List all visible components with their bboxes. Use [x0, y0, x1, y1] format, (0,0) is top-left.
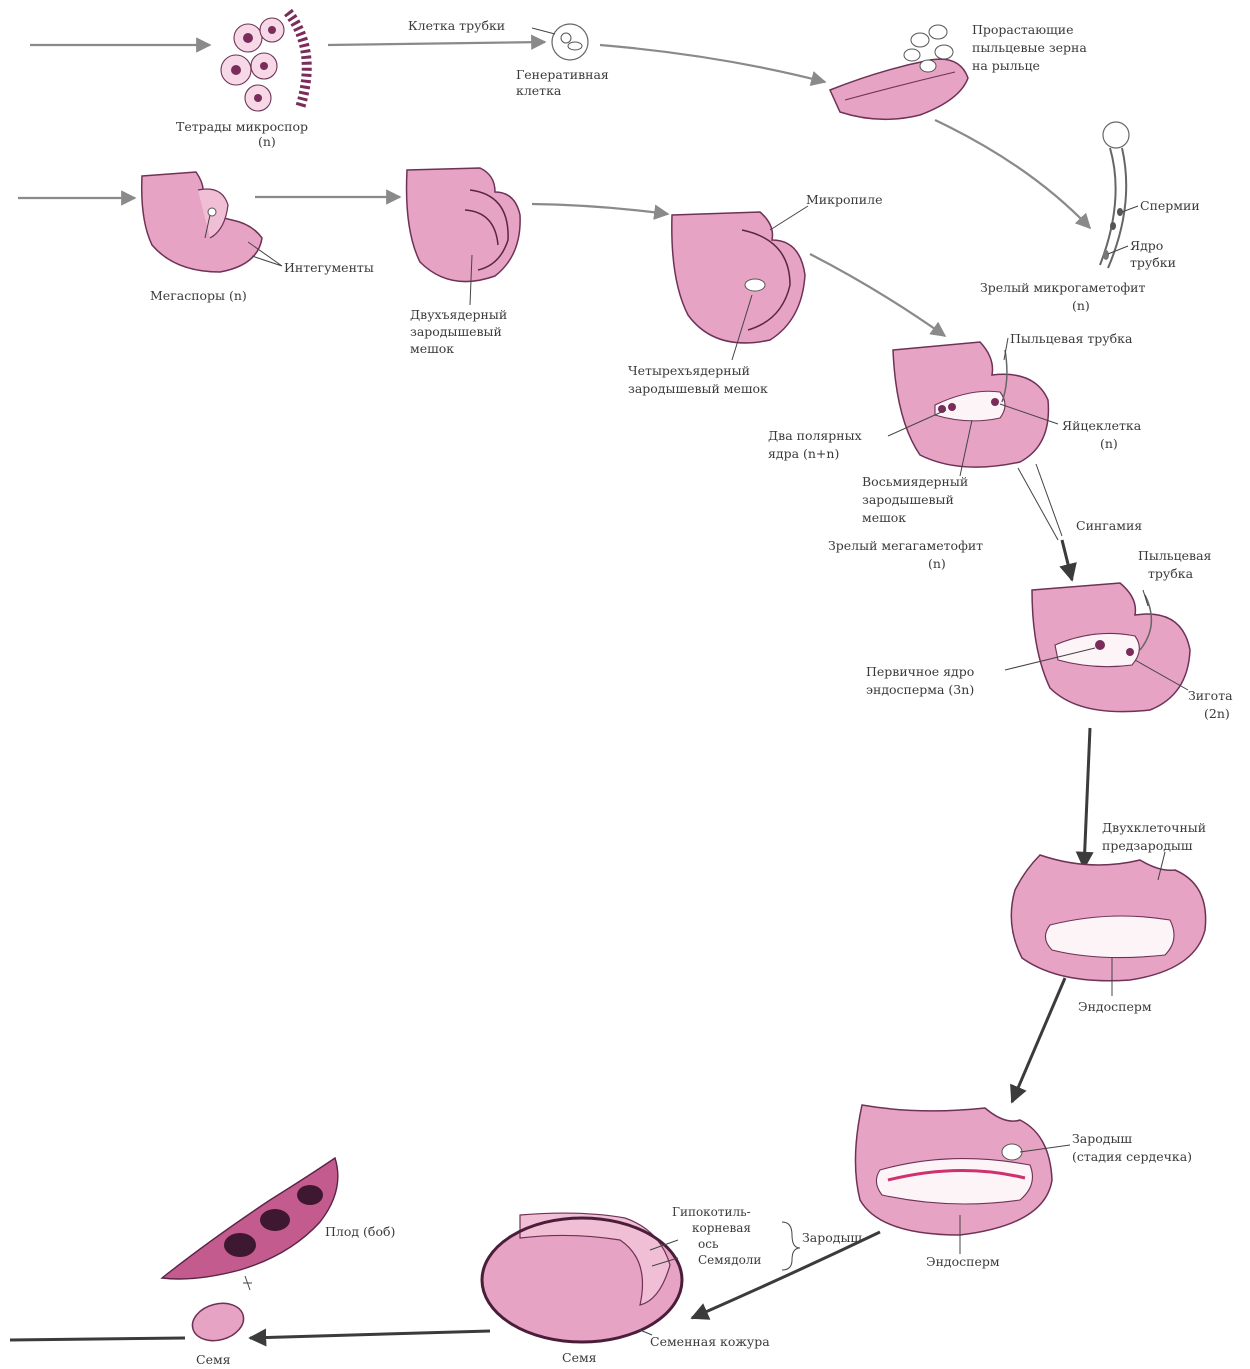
label-mature-megagametophyte: Зрелый мегагаметофит	[828, 538, 983, 553]
label-two-nucleate-1: Двухъядерный	[410, 307, 507, 322]
pollen-tube-line-b	[1036, 464, 1062, 536]
label-proembryo-1: Двухклеточный	[1102, 820, 1206, 835]
label-seed-large: Семя	[562, 1350, 597, 1365]
label-mature-microgametophyte-ploidy: (n)	[1072, 298, 1090, 313]
arrow-four-nuc-to-eight-nuc	[810, 254, 945, 336]
label-eight-nucleate-2: зародышевый	[862, 492, 954, 507]
label-tube-nucleus-2: трубки	[1130, 255, 1176, 270]
ovule-two-nucleate-illustration	[407, 168, 521, 282]
arrow-stigma-to-microgametophyte	[935, 120, 1090, 228]
label-eight-nucleate-1: Восьмиядерный	[862, 474, 968, 489]
label-polar-2: ядра (n+n)	[768, 446, 839, 461]
label-seed-coat: Семенная кожура	[650, 1334, 770, 1349]
label-pollen-tube-2a: Пыльцевая	[1138, 548, 1212, 563]
label-mature-megagametophyte-ploidy: (n)	[928, 556, 946, 571]
ovule-eight-nucleate-illustration	[893, 342, 1048, 467]
small-seed-illustration	[188, 1298, 248, 1346]
label-embryo-heart-2: (стадия сердечка)	[1072, 1149, 1192, 1164]
arrow-syngamy	[1062, 540, 1072, 580]
arrow-tetrads-to-pollen	[328, 42, 545, 45]
label-zygote: Зигота	[1188, 688, 1233, 703]
label-germinating-2: пыльцевые зерна	[972, 40, 1087, 55]
label-four-nucleate-1: Четырехъядерный	[628, 363, 750, 378]
label-generative-2: клетка	[516, 83, 562, 98]
label-two-nucleate-3: мешок	[410, 341, 454, 356]
label-proembryo-2: предзародыш	[1102, 838, 1193, 853]
label-endosperm-nucleus-2: эндосперма (3n)	[866, 682, 974, 697]
label-polar-1: Два полярных	[768, 428, 862, 443]
label-endosperm-2: Эндосперм	[926, 1254, 1000, 1269]
label-syngamy: Сингамия	[1076, 518, 1142, 533]
label-hypocotyl-2: корневая	[692, 1221, 751, 1235]
arrow-zygote-to-proembryo	[1084, 728, 1090, 868]
proembryo-illustration	[1011, 855, 1205, 981]
ovule-syngamy-illustration	[1032, 583, 1190, 712]
label-megaspores: Мегаспоры (n)	[150, 288, 247, 303]
microspore-tetrads-illustration	[221, 12, 307, 111]
stigma-illustration	[830, 25, 968, 119]
heart-stage-embryo-illustration	[855, 1105, 1052, 1235]
arrow-seed-to-small-seed	[250, 1331, 490, 1338]
pollen-tube-line-a	[1018, 468, 1058, 540]
pollen-grain-illustration	[552, 24, 588, 60]
label-tetrads-ploidy: (n)	[258, 134, 276, 149]
ovule-megaspores-illustration	[142, 172, 262, 272]
pod-fruit-illustration	[162, 1158, 338, 1279]
label-generative-1: Генеративная	[516, 67, 609, 82]
seed-with-embryo-illustration	[482, 1213, 682, 1342]
label-tube-cell: Клетка трубки	[408, 18, 505, 33]
label-germinating-1: Прорастающие	[972, 22, 1073, 37]
label-mature-microgametophyte: Зрелый микрогаметофит	[980, 280, 1145, 295]
label-egg-ploidy: (n)	[1100, 436, 1118, 451]
arrow-two-nuc-to-four-nuc	[532, 204, 668, 214]
label-embryo-group: Зародыш	[802, 1230, 862, 1245]
label-cotyledons: Семядоли	[698, 1253, 761, 1267]
label-integuments: Интегументы	[284, 260, 374, 275]
arrow-proembryo-to-heart	[1012, 978, 1065, 1102]
label-germinating-3: на рыльце	[972, 58, 1040, 73]
label-seed-small: Семя	[196, 1352, 231, 1367]
label-tetrads: Тетрады микроспор	[176, 119, 308, 134]
label-pollen-tube-1: Пыльцевая трубка	[1010, 331, 1133, 346]
label-fruit: Плод (боб)	[325, 1224, 395, 1239]
label-hypocotyl-1: Гипокотиль-	[672, 1205, 751, 1219]
label-eight-nucleate-3: мешок	[862, 510, 906, 525]
label-two-nucleate-2: зародышевый	[410, 324, 502, 339]
ovule-four-nucleate-illustration	[672, 212, 805, 343]
label-pollen-tube-2b: трубка	[1148, 566, 1194, 581]
arrow-pollen-to-stigma	[600, 45, 825, 82]
label-egg: Яйцеклетка	[1062, 418, 1142, 433]
label-sperm: Спермии	[1140, 198, 1200, 213]
fruit-seed-link	[243, 1276, 252, 1290]
label-hypocotyl-3: ось	[698, 1237, 719, 1251]
label-embryo-heart-1: Зародыш	[1072, 1131, 1132, 1146]
label-four-nucleate-2: зародышевый мешок	[628, 381, 768, 396]
label-micropyle: Микропиле	[806, 192, 882, 207]
label-endosperm-1: Эндосперм	[1078, 999, 1152, 1014]
arrow-out-of-cycle	[10, 1338, 185, 1340]
label-endosperm-nucleus-1: Первичное ядро	[866, 664, 974, 679]
label-tube-nucleus-1: Ядро	[1130, 238, 1163, 253]
mature-microgametophyte-illustration	[1100, 122, 1129, 268]
label-zygote-ploidy: (2n)	[1204, 706, 1230, 721]
